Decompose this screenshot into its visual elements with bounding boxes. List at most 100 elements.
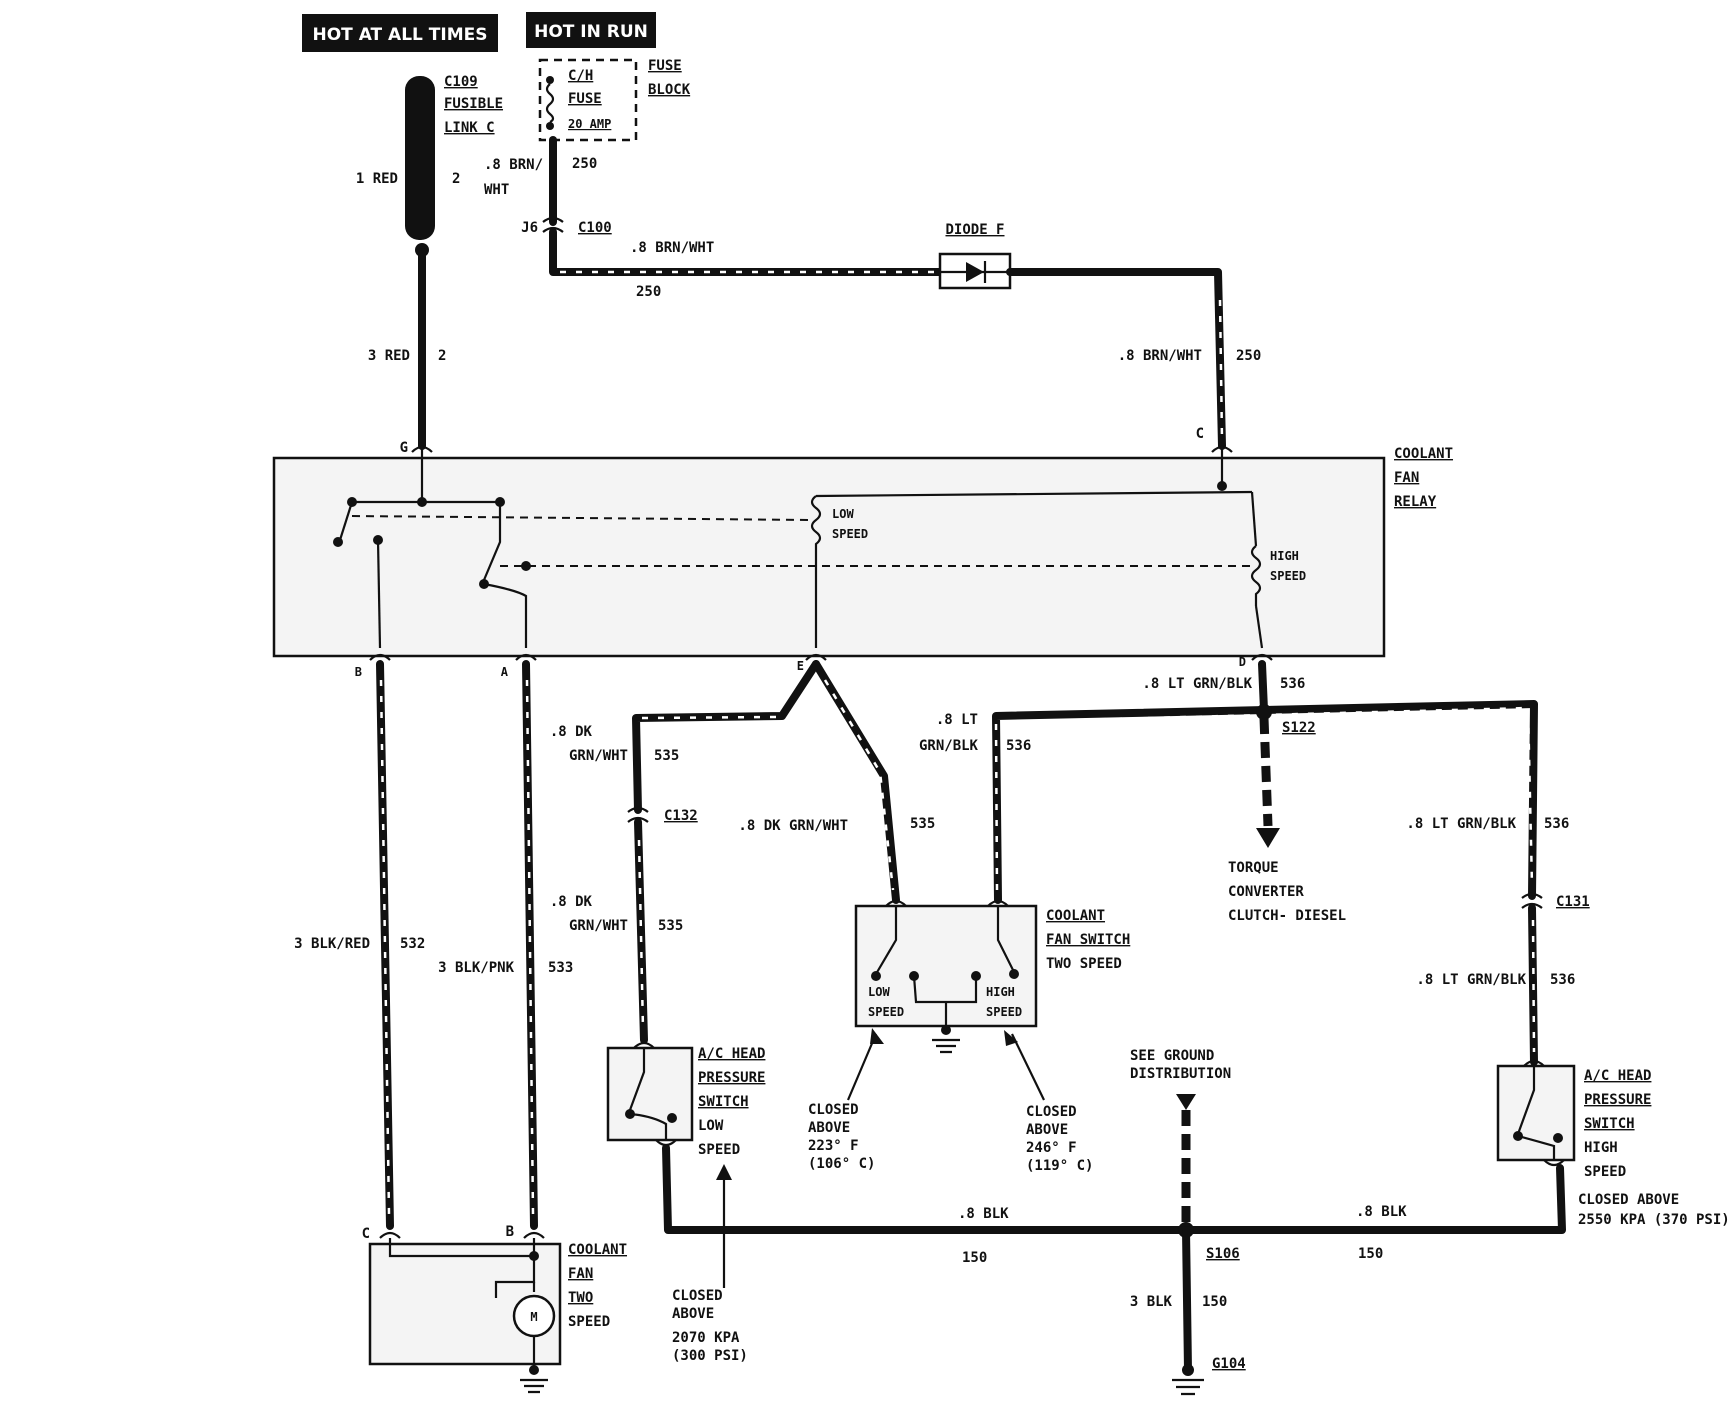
- wire-536-mid-size-1: .8 LT: [936, 712, 978, 728]
- wire-536-right-top-size: .8 LT GRN/BLK: [1406, 816, 1516, 832]
- fuse-name-2: FUSE: [568, 91, 602, 107]
- c100-label: C100: [578, 220, 612, 236]
- wire-535-left-bottom-size-1: .8 DK: [550, 894, 593, 910]
- relay-terminal-g: G: [400, 440, 408, 456]
- fan-switch-name-1: COOLANT: [1046, 908, 1105, 924]
- ac-high-note-2: 2550 KPA (370 PSI): [1578, 1212, 1728, 1228]
- fan-switch-low-note-2: ABOVE: [808, 1120, 850, 1136]
- ac-high-name-1: A/C HEAD: [1584, 1068, 1651, 1084]
- fan-motor-name-2: FAN: [568, 1266, 593, 1282]
- wire-533-circuit: 533: [548, 960, 573, 976]
- ac-low-name-3: SWITCH: [698, 1094, 749, 1110]
- low-note-pointer: [846, 1033, 878, 1101]
- torque-converter-arrow-icon: [1256, 828, 1280, 848]
- header-hot-at-all-times-text: HOT AT ALL TIMES: [313, 25, 488, 45]
- fusible-link-c: [405, 76, 435, 257]
- wire-536-right-top-circuit: 536: [1544, 816, 1569, 832]
- ground-wire-down-size: 3 BLK: [1130, 1294, 1173, 1310]
- relay-high-coil-1: HIGH: [1270, 549, 1299, 563]
- fan-motor-name-3: TWO: [568, 1290, 593, 1306]
- wire-536-right-bottom-circuit: 536: [1550, 972, 1575, 988]
- fuse-out-circuit: 250: [572, 156, 597, 172]
- coolant-fan-motor: [368, 1231, 562, 1394]
- fan-switch-low-note-3: 223° F: [808, 1138, 859, 1154]
- fan-switch-low: LOW: [868, 985, 890, 999]
- relay-name-2: FAN: [1394, 470, 1419, 486]
- wire-532-size: 3 BLK/RED: [294, 936, 370, 952]
- ground-distribution-arrow-icon: [1176, 1094, 1196, 1110]
- wire-536-d: [1258, 660, 1268, 714]
- coolant-fan-relay: [272, 445, 1386, 661]
- ac-high-note-1: CLOSED ABOVE: [1578, 1192, 1679, 1208]
- fuse-block-label-1: FUSE: [648, 58, 682, 74]
- c100-wire-size: .8 BRN/WHT: [630, 240, 714, 256]
- relay-terminal-e: E: [797, 659, 804, 673]
- torque-converter-1: TORQUE: [1228, 860, 1279, 876]
- wire-536-mid-size-2: GRN/BLK: [919, 738, 979, 754]
- wire-536-top-size: .8 LT GRN/BLK: [1142, 676, 1252, 692]
- wire-250-right-circuit: 250: [1236, 348, 1261, 364]
- fusible-link-circuit: 2: [452, 171, 460, 187]
- ac-low-name-2: PRESSURE: [698, 1070, 765, 1086]
- fan-switch-high-note-3: 246° F: [1026, 1140, 1077, 1156]
- ac-low-name-5: SPEED: [698, 1142, 740, 1158]
- ac-low-name-1: A/C HEAD: [698, 1046, 765, 1062]
- coolant-fan-switch: [854, 899, 1038, 1054]
- relay-terminal-d: D: [1239, 655, 1246, 669]
- fuse-out-wire-size-2: WHT: [484, 182, 509, 198]
- wire-250-right-size: .8 BRN/WHT: [1118, 348, 1202, 364]
- fusible-link-name-1: FUSIBLE: [444, 96, 503, 112]
- wire-535-left-bottom-circuit: 535: [658, 918, 683, 934]
- wire-535-left-top: [632, 660, 820, 814]
- g104-label: G104: [1212, 1356, 1246, 1372]
- diode-f: [938, 252, 1012, 290]
- high-note-arrow-icon: [1004, 1030, 1018, 1046]
- fusible-link-wire-size: 1 RED: [356, 171, 398, 187]
- wire-536-right-bottom-size: .8 LT GRN/BLK: [1416, 972, 1526, 988]
- fan-switch-low-note-4: (106° C): [808, 1156, 875, 1172]
- s106-label: S106: [1206, 1246, 1240, 1262]
- torque-converter-2: CONVERTER: [1228, 884, 1304, 900]
- ac-high-name-5: SPEED: [1584, 1164, 1626, 1180]
- fan-switch-high-note-1: CLOSED: [1026, 1104, 1077, 1120]
- diode-symbol-icon: [966, 262, 984, 282]
- wire-250-right: [1006, 268, 1226, 450]
- wire-533-size: 3 BLK/PNK: [438, 960, 514, 976]
- fan-switch-high: HIGH: [986, 985, 1015, 999]
- header-hot-at-all-times: HOT AT ALL TIMES: [302, 14, 498, 52]
- relay-name-1: COOLANT: [1394, 446, 1453, 462]
- wire-535-left-bottom: [634, 818, 648, 1044]
- wire-532-circuit: 532: [400, 936, 425, 952]
- header-hot-in-run-text: HOT IN RUN: [534, 22, 648, 42]
- relay-terminal-c: C: [1196, 426, 1204, 442]
- wire-535-left-top-size-1: .8 DK: [550, 724, 593, 740]
- fan-motor-name-4: SPEED: [568, 1314, 610, 1330]
- ground-wire-down-circuit: 150: [1202, 1294, 1227, 1310]
- fuse-out-wire-size-1: .8 BRN/: [484, 157, 543, 173]
- fuse-name-1: C/H: [568, 68, 593, 84]
- ground-wire-right-size: .8 BLK: [1356, 1204, 1407, 1220]
- ac-low-note-4: (300 PSI): [672, 1348, 748, 1364]
- c100-wire-circuit: 250: [636, 284, 661, 300]
- wire-250-left: [549, 228, 944, 276]
- wire-535-mid-size: .8 DK GRN/WHT: [738, 818, 848, 834]
- s122-splice-dot: [1256, 704, 1272, 720]
- ground-see-2: DISTRIBUTION: [1130, 1066, 1231, 1082]
- c132-label: C132: [664, 808, 698, 824]
- fuse-block: [538, 58, 638, 142]
- relay-name-3: RELAY: [1394, 494, 1437, 510]
- fuse-rating: 20 AMP: [568, 117, 611, 131]
- c100-terminal: J6: [521, 220, 538, 236]
- header-hot-in-run: HOT IN RUN: [526, 12, 656, 48]
- wire-535-mid-circuit: 535: [910, 816, 935, 832]
- fan-motor-terminal-c: C: [362, 1226, 370, 1242]
- ground-wire-right-circuit: 150: [1358, 1246, 1383, 1262]
- ac-low-note-arrow-icon: [716, 1164, 732, 1180]
- fan-switch-high-note-4: (119° C): [1026, 1158, 1093, 1174]
- wire-536-top-circuit: 536: [1280, 676, 1305, 692]
- low-note-arrow-icon: [870, 1028, 884, 1044]
- wire-535-left-bottom-size-2: GRN/WHT: [569, 918, 628, 934]
- ground-wire-left-circuit: 150: [962, 1250, 987, 1266]
- ac-high-name-3: SWITCH: [1584, 1116, 1635, 1132]
